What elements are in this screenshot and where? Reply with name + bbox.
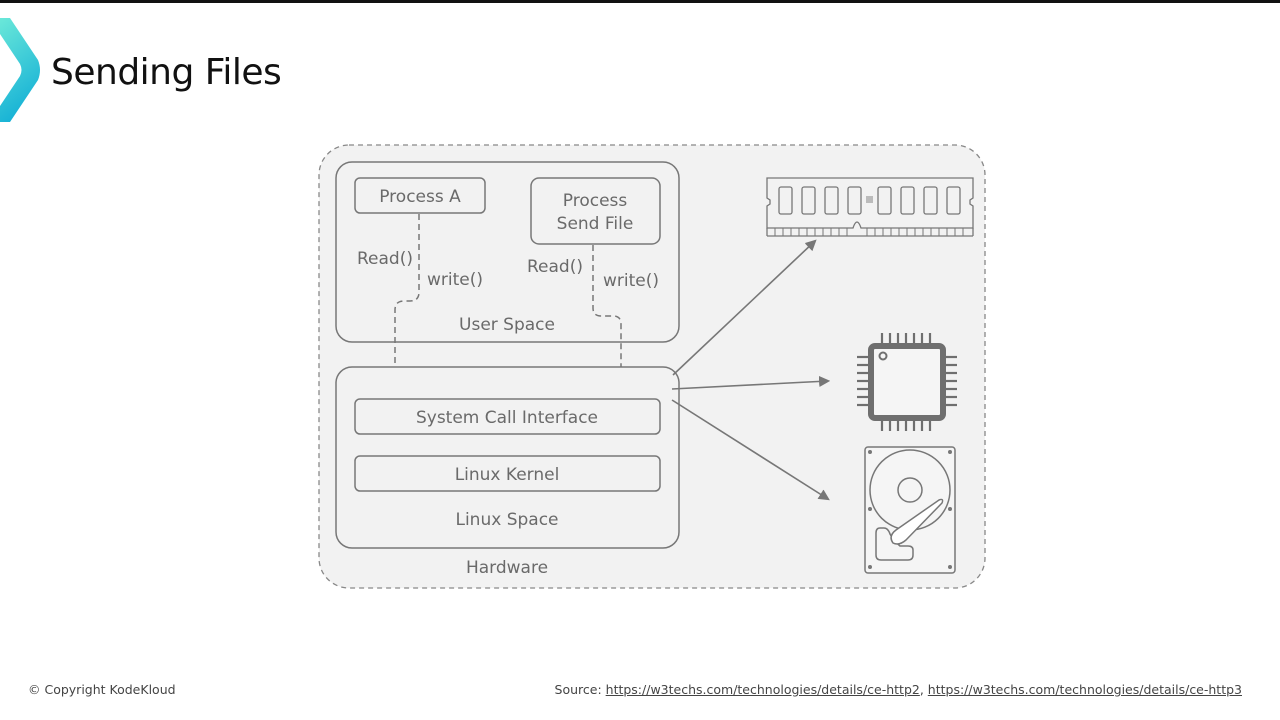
process-send-file-write-label: write() (603, 271, 659, 291)
process-send-file-syscall-path (592, 245, 626, 388)
linux-kernel-box (354, 455, 661, 492)
process-send-file-label-line1: Process (563, 191, 628, 211)
top-border (0, 0, 1280, 3)
system-call-interface-label: System Call Interface (416, 408, 598, 428)
hardware-label: Hardware (466, 558, 548, 578)
source-separator: , (919, 682, 928, 697)
process-send-file-read-label: Read() (527, 257, 583, 277)
ram-module-icon (766, 177, 974, 237)
process-send-file-label-line2: Send File (557, 214, 634, 234)
source-link-http3[interactable]: https://w3techs.com/technologies/details… (927, 682, 1242, 697)
process-a-read-label: Read() (357, 249, 413, 269)
cpu-chip-icon (857, 333, 957, 431)
arrow-to-disk (671, 399, 830, 501)
process-send-file-box (530, 177, 661, 245)
source-citation: Source: https://w3techs.com/technologies… (555, 682, 1242, 697)
process-a-write-label: write() (427, 270, 483, 290)
linux-space-label: Linux Space (455, 510, 558, 530)
copyright-text: © Copyright KodeKloud (28, 682, 176, 697)
slide-title: Sending Files (51, 52, 282, 93)
arrow-to-cpu (671, 375, 831, 390)
system-call-interface-box (354, 398, 661, 435)
source-prefix: Source: (554, 682, 606, 697)
kodekloud-chevron-logo-icon (0, 18, 40, 122)
linux-kernel-label: Linux Kernel (455, 465, 560, 485)
arrow-to-ram (672, 239, 817, 376)
source-link-http2[interactable]: https://w3techs.com/technologies/details… (605, 682, 920, 697)
process-a-syscall-path (390, 214, 420, 388)
process-a-box (354, 177, 486, 214)
user-space-label: User Space (459, 315, 555, 335)
process-a-label: Process A (379, 187, 461, 207)
hard-disk-icon (864, 446, 956, 574)
